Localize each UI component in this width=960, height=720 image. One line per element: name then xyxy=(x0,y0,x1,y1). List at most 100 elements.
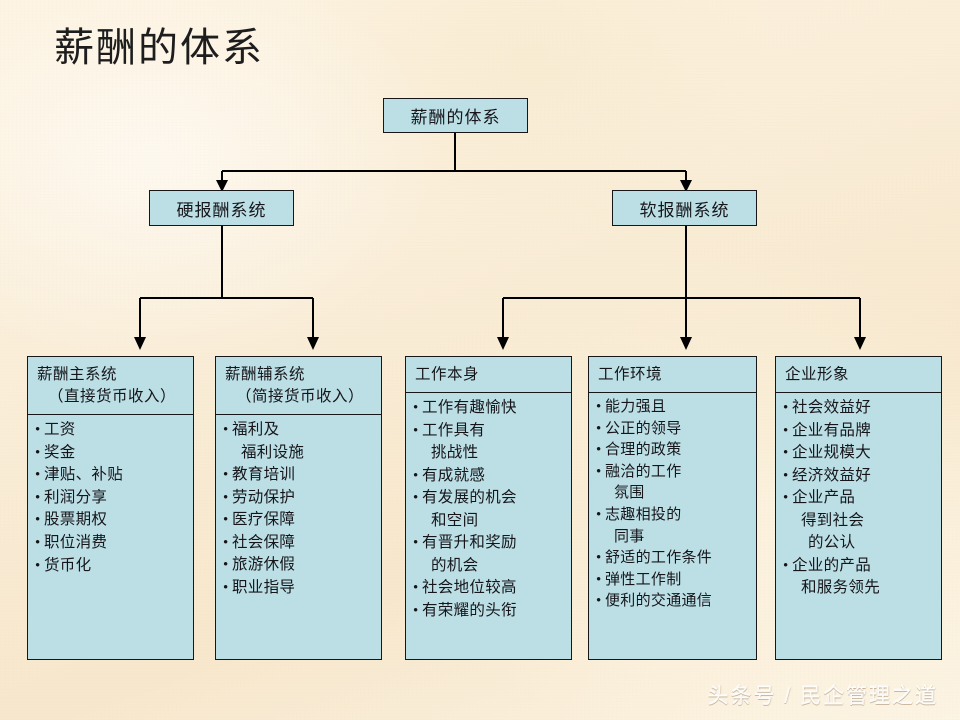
arrowhead-panel-1 xyxy=(134,337,146,350)
node-root-label: 薪酬的体系 xyxy=(410,108,501,127)
list-item-line-1: 津贴、补贴 xyxy=(28,464,193,487)
list-item: 企业的产品 和服务领先 xyxy=(776,555,941,600)
list-item: 公正的领导 xyxy=(589,419,756,441)
list-item-line-1: 工作有趣愉快 xyxy=(406,397,571,420)
list-item-line-1: 舒适的工作条件 xyxy=(589,548,756,570)
list-item-line-2: 挑战性 xyxy=(431,444,479,462)
list-item: 工作有趣愉快 xyxy=(406,397,571,420)
panel-header-line-1: 薪酬主系统 xyxy=(37,366,118,383)
panel-auxiliary-salary-system-items: 福利及 福利设施 教育培训 劳动保护 医疗保障 社会保障 旅游休假 职业指导 xyxy=(216,415,381,659)
list-item: 志趣相投的 同事 xyxy=(589,505,756,548)
list-item-line-2: 和空间 xyxy=(431,511,479,529)
list-item: 职业指导 xyxy=(216,577,381,600)
panel-work-itself-header: 工作本身 xyxy=(406,357,571,393)
list-item-line-1: 工作具有 xyxy=(406,420,571,443)
list-item: 有成就感 xyxy=(406,465,571,488)
list-item-line-2: 福利设施 xyxy=(241,443,305,461)
arrowhead-panel-4 xyxy=(680,337,692,350)
list-item: 融洽的工作 氛围 xyxy=(589,462,756,505)
list-item-line-1: 社会效益好 xyxy=(776,397,941,420)
panel-corporate-image[interactable]: 企业形象 社会效益好 企业有品牌 企业规模大 经济效益好 企业产品 得到社会 的… xyxy=(775,356,942,660)
list-item: 教育培训 xyxy=(216,464,381,487)
node-root[interactable]: 薪酬的体系 xyxy=(383,98,528,133)
arrowhead-panel-5 xyxy=(854,337,866,350)
list-item-line-1: 职位消费 xyxy=(28,532,193,555)
panel-header-line-2: （直接货币收入） xyxy=(48,388,177,405)
list-item-line-1: 奖金 xyxy=(28,442,193,465)
watermark: 头条号 / 民企管理之道 xyxy=(707,685,938,708)
list-item-line-1: 社会保障 xyxy=(216,532,381,555)
node-soft-compensation[interactable]: 软报酬系统 xyxy=(612,190,757,226)
list-item: 企业有品牌 xyxy=(776,420,941,443)
list-item: 福利及 福利设施 xyxy=(216,419,381,464)
panel-work-itself-items: 工作有趣愉快 工作具有 挑战性 有成就感 有发展的机会 和空间 有晋升和奖励 的… xyxy=(406,393,571,659)
list-item: 劳动保护 xyxy=(216,487,381,510)
list-item: 股票期权 xyxy=(28,509,193,532)
list-item: 企业规模大 xyxy=(776,442,941,465)
list-item: 有晋升和奖励 的机会 xyxy=(406,532,571,577)
list-item-line-1: 有成就感 xyxy=(406,465,571,488)
list-item: 经济效益好 xyxy=(776,465,941,488)
arrowhead-panel-2 xyxy=(307,337,319,350)
list-item-line-1: 股票期权 xyxy=(28,509,193,532)
panel-header-line-1: 薪酬辅系统 xyxy=(225,366,306,383)
list-item: 工作具有 挑战性 xyxy=(406,420,571,465)
list-item: 职位消费 xyxy=(28,532,193,555)
panel-main-salary-system-items: 工资 奖金 津贴、补贴 利润分享 股票期权 职位消费 货币化 xyxy=(28,415,193,659)
panel-work-itself[interactable]: 工作本身 工作有趣愉快 工作具有 挑战性 有成就感 有发展的机会 和空间 有晋升… xyxy=(405,356,572,660)
panel-work-environment-items: 能力强且 公正的领导 合理的政策 融洽的工作 氛围 志趣相投的 同事 舒适的工作… xyxy=(589,393,756,659)
list-item: 社会地位较高 xyxy=(406,577,571,600)
list-item: 有发展的机会 和空间 xyxy=(406,487,571,532)
node-soft-compensation-label: 软报酬系统 xyxy=(639,200,730,220)
list-item-line-1: 教育培训 xyxy=(216,464,381,487)
panel-main-salary-system-header: 薪酬主系统 （直接货币收入） xyxy=(28,357,193,415)
list-item-line-1: 企业产品 xyxy=(776,487,941,510)
list-item: 工资 xyxy=(28,419,193,442)
list-item-line-1: 企业规模大 xyxy=(776,442,941,465)
list-item-line-1: 货币化 xyxy=(28,555,193,578)
list-item-line-3: 的公认 xyxy=(808,534,856,552)
list-item-line-1: 公正的领导 xyxy=(589,419,756,441)
panel-auxiliary-salary-system[interactable]: 薪酬辅系统 （简接货币收入） 福利及 福利设施 教育培训 劳动保护 医疗保障 社… xyxy=(215,356,382,660)
list-item-line-1: 有发展的机会 xyxy=(406,487,571,510)
list-item: 社会效益好 xyxy=(776,397,941,420)
list-item-line-1: 旅游休假 xyxy=(216,554,381,577)
panel-main-salary-system[interactable]: 薪酬主系统 （直接货币收入） 工资 奖金 津贴、补贴 利润分享 股票期权 职位消… xyxy=(27,356,194,660)
node-hard-compensation[interactable]: 硬报酬系统 xyxy=(149,190,294,226)
list-item-line-1: 利润分享 xyxy=(28,487,193,510)
list-item-line-2: 的机会 xyxy=(431,556,479,574)
list-item: 能力强且 xyxy=(589,397,756,419)
list-item: 有荣耀的头衔 xyxy=(406,600,571,623)
panel-work-environment-header: 工作环境 xyxy=(589,357,756,393)
list-item-line-1: 工资 xyxy=(28,419,193,442)
list-item-line-1: 社会地位较高 xyxy=(406,577,571,600)
list-item-line-1: 职业指导 xyxy=(216,577,381,600)
list-item-line-2: 同事 xyxy=(614,528,645,545)
list-item-line-1: 企业有品牌 xyxy=(776,420,941,443)
list-item-line-1: 福利及 xyxy=(216,419,381,442)
panel-header-line-2: （简接货币收入） xyxy=(236,388,365,405)
panel-header-line-1: 企业形象 xyxy=(785,366,850,383)
panel-work-environment[interactable]: 工作环境 能力强且 公正的领导 合理的政策 融洽的工作 氛围 志趣相投的 同事 … xyxy=(588,356,757,660)
panel-header-line-1: 工作环境 xyxy=(598,366,663,383)
list-item: 便利的交通通信 xyxy=(589,591,756,613)
list-item: 合理的政策 xyxy=(589,440,756,462)
panel-auxiliary-salary-system-header: 薪酬辅系统 （简接货币收入） xyxy=(216,357,381,415)
page-title: 薪酬的体系 xyxy=(54,25,264,70)
arrowhead-panel-3 xyxy=(497,337,509,350)
list-item: 舒适的工作条件 xyxy=(589,548,756,570)
list-item-line-2: 和服务领先 xyxy=(801,579,881,597)
list-item: 货币化 xyxy=(28,555,193,578)
list-item-line-1: 劳动保护 xyxy=(216,487,381,510)
list-item-line-1: 合理的政策 xyxy=(589,440,756,462)
list-item-line-1: 经济效益好 xyxy=(776,465,941,488)
list-item: 旅游休假 xyxy=(216,554,381,577)
list-item: 利润分享 xyxy=(28,487,193,510)
list-item: 社会保障 xyxy=(216,532,381,555)
list-item-line-1: 有晋升和奖励 xyxy=(406,532,571,555)
list-item: 津贴、补贴 xyxy=(28,464,193,487)
list-item-line-1: 便利的交通通信 xyxy=(589,591,756,613)
list-item-line-1: 企业的产品 xyxy=(776,555,941,578)
panel-header-line-1: 工作本身 xyxy=(415,366,480,383)
